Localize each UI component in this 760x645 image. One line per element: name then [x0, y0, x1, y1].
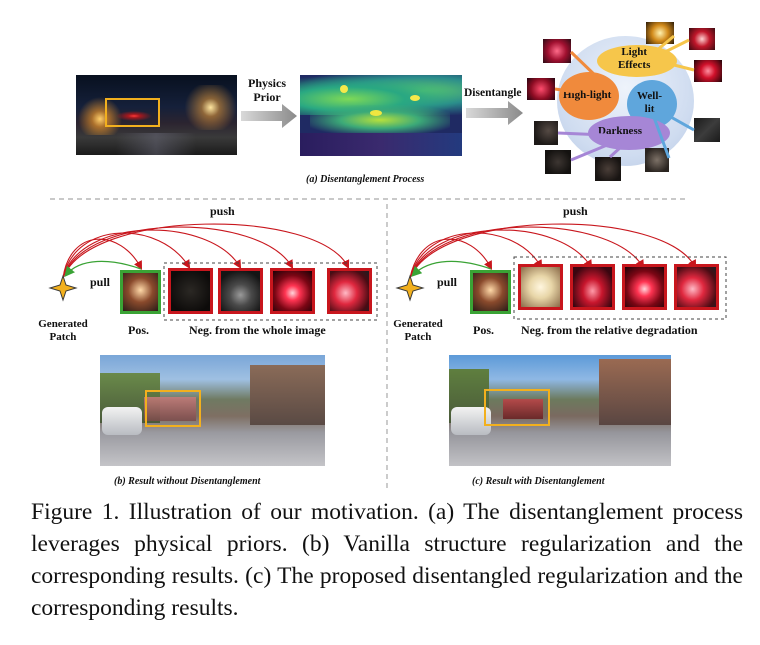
- panel-b-result-photo: [100, 355, 325, 466]
- panel-b-neg-box: [163, 262, 378, 321]
- panel-c-pull-arrow: [411, 260, 492, 277]
- sample-thumb-darkness-1: [534, 121, 558, 145]
- panel-c-result-photo: [449, 355, 671, 466]
- well-lit-label: Well- lit: [637, 90, 663, 115]
- panel-b-negative-patch-3: [270, 268, 315, 314]
- panel-c-neg-box: [513, 256, 727, 320]
- light-effects-region: [597, 45, 677, 77]
- physics-prior-label: Physics Prior: [248, 76, 287, 104]
- panel-b-negative-patch-2: [218, 268, 263, 314]
- panel-b-generated-label: Generated Patch: [38, 318, 88, 343]
- sample-thumb-high-light-2: [527, 78, 555, 100]
- panel-b-result-box: [145, 390, 201, 427]
- light-effects-label: Light Effects: [618, 46, 651, 71]
- panel-c-star-icon: [395, 274, 425, 302]
- panel-b-negative-patch-1: [168, 268, 213, 314]
- panel-c-negative-patch-2: [570, 264, 615, 310]
- panel-c-negative-patch-1: [518, 264, 563, 310]
- panel-c-pos-label: Pos.: [473, 323, 494, 337]
- sample-thumb-well-lit-2: [694, 118, 720, 142]
- darkness-label: Darkness: [598, 125, 643, 137]
- high-light-label: High-light: [563, 89, 612, 101]
- sample-thumb-light-effect-3: [694, 60, 722, 82]
- panel-b-pos-label: Pos.: [128, 323, 149, 337]
- panel-b-push-arrows: [62, 223, 350, 279]
- panel-c-pull-label: pull: [437, 275, 458, 289]
- night-street-photo: [76, 75, 237, 155]
- panel-c-negative-patch-3: [622, 264, 667, 310]
- panel-b-positive-patch: [120, 270, 161, 314]
- disentangle-label: Disentangle: [464, 87, 522, 99]
- panel-c-neg-label: Neg. from the relative degradation: [521, 323, 698, 337]
- sample-thumb-high-light-1: [543, 39, 571, 63]
- figure-caption: Figure 1. Illustration of our motivation…: [31, 499, 743, 621]
- disentangle-arrow: [466, 101, 523, 125]
- panel-c-generated-label: Generated Patch: [393, 318, 443, 343]
- panel-c-negative-patch-4: [674, 264, 719, 310]
- panel-b-pull-label: pull: [90, 275, 111, 289]
- physics-prior-arrow: [241, 104, 297, 128]
- panel-c-positive-patch: [470, 270, 511, 314]
- panel-b-caption: (b) Result without Disentanglement: [114, 476, 261, 487]
- panel-c-result-box: [484, 389, 550, 426]
- panel-b-push-label: push: [210, 204, 235, 218]
- panel-c-push-label: push: [563, 204, 588, 218]
- sample-thumb-darkness-2: [545, 150, 571, 174]
- panel-b-negative-patch-4: [327, 268, 372, 314]
- ellipse-connectors: [554, 34, 695, 162]
- panel-c-push-arrows: [409, 223, 697, 279]
- sample-thumb-darkness-3: [595, 157, 621, 181]
- sample-thumb-light-effect-2: [689, 28, 715, 50]
- high-light-region: [559, 72, 619, 120]
- highlight-box: [105, 98, 160, 127]
- panel-b-star-icon: [48, 274, 78, 302]
- panel-a-caption: (a) Disentanglement Process: [306, 174, 425, 185]
- panel-b-pull-arrow: [64, 260, 142, 278]
- sample-thumb-light-effect-1: [646, 22, 674, 44]
- panel-b-neg-label: Neg. from the whole image: [189, 323, 326, 337]
- sample-thumb-well-lit-1: [645, 148, 669, 172]
- physics-prior-map: [300, 75, 462, 156]
- panel-c-caption: (c) Result with Disentanglement: [472, 476, 605, 487]
